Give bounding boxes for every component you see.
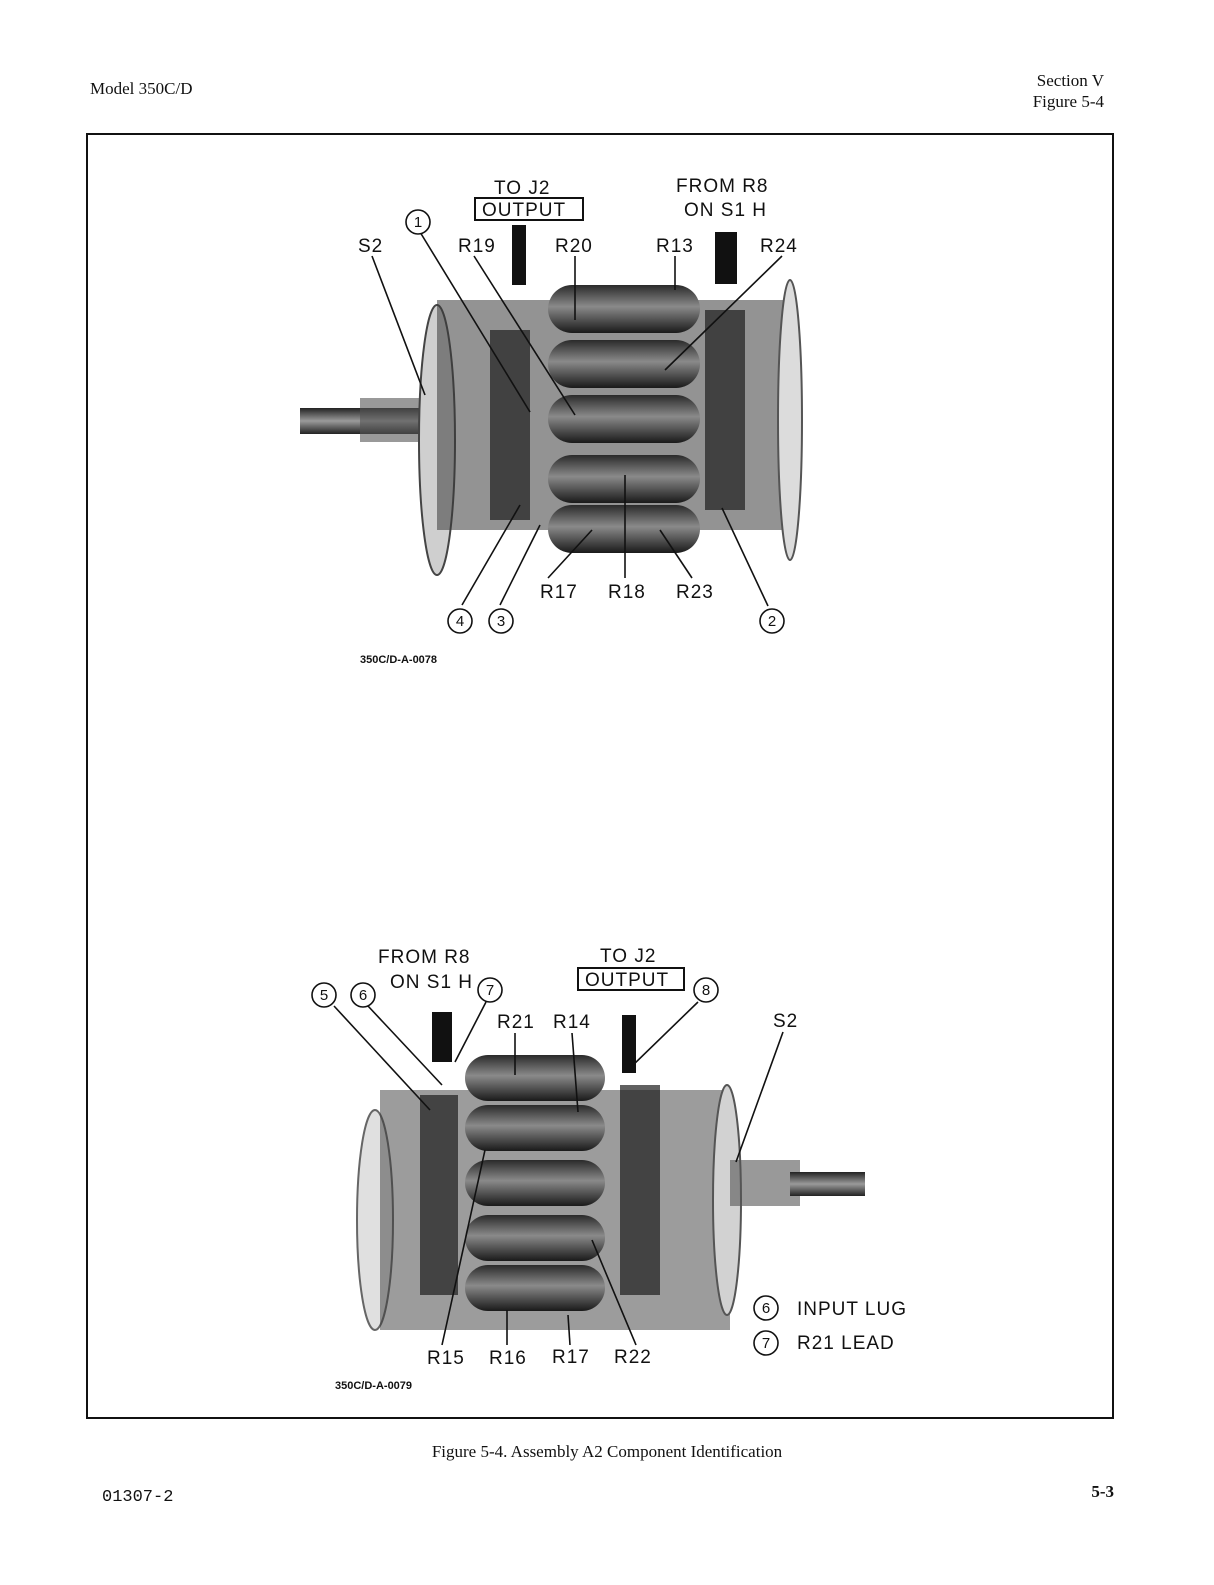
top-label-r13: R13 [656, 236, 694, 257]
top-resistor-3 [548, 395, 700, 443]
top-rear-plate [778, 280, 802, 560]
top-bushing [360, 398, 420, 442]
top-label-r18: R18 [608, 582, 646, 603]
bottom-figure-id: 350C/D-A-0079 [335, 1380, 412, 1392]
bottom-label-r16: R16 [489, 1348, 527, 1369]
bottom-label-r22: R22 [614, 1347, 652, 1368]
legend-text-r21-lead: R21 LEAD [797, 1333, 895, 1354]
footer-doc-number: 01307-2 [102, 1488, 173, 1507]
top-resistor-4 [548, 455, 700, 503]
footer-page-number: 5-3 [1091, 1482, 1114, 1502]
bottom-legend-r21-lead: 7 R21 LEAD [754, 1331, 895, 1355]
top-on-s1h: ON S1 H [684, 200, 767, 221]
bottom-callout-8-number: 8 [702, 982, 710, 999]
bottom-to-j2: TO J2 [600, 946, 656, 967]
top-resistor-5 [548, 505, 700, 553]
top-callout-4-number: 4 [456, 613, 464, 630]
top-assembly-photo [300, 225, 802, 575]
bottom-label-s2: S2 [773, 1011, 798, 1032]
top-label-s2: S2 [358, 236, 383, 257]
bottom-resistor-4 [465, 1215, 605, 1261]
bottom-label-r15: R15 [427, 1348, 465, 1369]
bottom-resistor-3 [465, 1160, 605, 1206]
bottom-callout-5: 5 [312, 983, 336, 1007]
bottom-callout-5-number: 5 [320, 987, 328, 1004]
legend-number-6: 6 [762, 1300, 770, 1317]
top-label-r24: R24 [760, 236, 798, 257]
top-resistor-2 [548, 340, 700, 388]
top-callout-2-number: 2 [768, 613, 776, 630]
figure-caption: Figure 5-4. Assembly A2 Component Identi… [0, 1442, 1214, 1462]
bottom-legend-input-lug: 6 INPUT LUG [754, 1296, 907, 1320]
top-wafer-right [705, 310, 745, 510]
bottom-wafer-left [420, 1095, 458, 1295]
top-callout-1-number: 1 [414, 214, 422, 231]
top-output: OUTPUT [482, 200, 566, 221]
legend-number-7: 7 [762, 1335, 770, 1352]
bottom-callout-6: 6 [351, 983, 375, 1007]
legend-text-input-lug: INPUT LUG [797, 1299, 907, 1320]
bottom-label-r17: R17 [552, 1347, 590, 1368]
top-from-r8: FROM R8 [676, 176, 769, 197]
top-label-r19: R19 [458, 236, 496, 257]
bottom-shaft [790, 1172, 865, 1196]
top-lead-right [715, 232, 737, 284]
bottom-label-r21: R21 [497, 1012, 535, 1033]
top-resistor-1 [548, 285, 700, 333]
top-figure-id: 350C/D-A-0078 [360, 654, 437, 666]
bottom-callout-8: 8 [694, 978, 718, 1002]
top-callout-1: 1 [406, 210, 430, 234]
top-callout-3: 3 [489, 609, 513, 633]
bottom-from-r8: FROM R8 [378, 947, 471, 968]
bottom-callout-7: 7 [478, 978, 502, 1002]
bottom-bushing [730, 1160, 800, 1206]
bottom-wafer-right [620, 1085, 660, 1295]
top-callout-4: 4 [448, 609, 472, 633]
bottom-callout-7-number: 7 [486, 982, 494, 999]
top-callout-2: 2 [760, 609, 784, 633]
bottom-lead-left [432, 1012, 452, 1062]
bottom-assembly-photo [357, 1012, 865, 1330]
top-lead-left [512, 225, 526, 285]
top-to-j2: TO J2 [494, 178, 550, 199]
bottom-resistor-2 [465, 1105, 605, 1151]
top-callout-3-number: 3 [497, 613, 505, 630]
top-wafer-left [490, 330, 530, 520]
bottom-callout-6-number: 6 [359, 987, 367, 1004]
bottom-resistor-5 [465, 1265, 605, 1311]
top-label-r17: R17 [540, 582, 578, 603]
bottom-output: OUTPUT [585, 970, 669, 991]
bottom-label-r14: R14 [553, 1012, 591, 1033]
top-label-r23: R23 [676, 582, 714, 603]
bottom-on-s1h: ON S1 H [390, 972, 473, 993]
top-label-r20: R20 [555, 236, 593, 257]
bottom-resistor-1 [465, 1055, 605, 1101]
